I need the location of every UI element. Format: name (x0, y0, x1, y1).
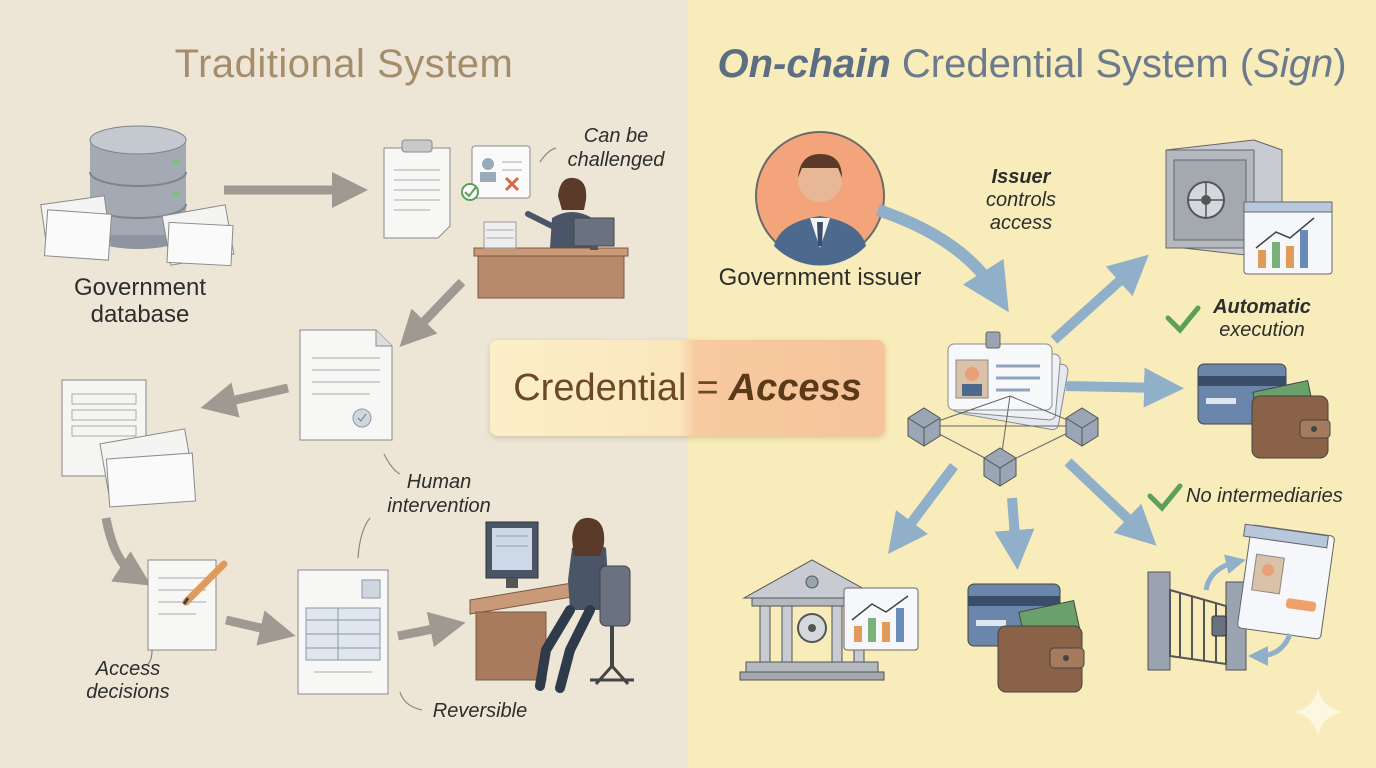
access-word: access (989, 212, 1053, 234)
challenged-id-card-icon (461, 145, 531, 201)
approved-document-icon (299, 329, 393, 441)
equals-sign: = (696, 366, 719, 409)
can-be-challenged-line1: Can be (583, 125, 649, 147)
onchain-system-title: On-chain Credential System (Sign) (688, 42, 1376, 87)
issuer-controls-access-label: Issuer controls access (966, 166, 1076, 235)
bank-chart-icon (843, 587, 919, 651)
government-issuer-avatar (755, 131, 885, 266)
card-wallet-icon (1197, 363, 1331, 459)
title-close: ) (1333, 42, 1347, 86)
credential-card-icon (947, 331, 1069, 431)
access-word-center: Access (728, 366, 862, 409)
automatic-word: Automatic (1213, 296, 1311, 318)
traditional-system-title: Traditional System (174, 42, 514, 86)
access-gate-icon (1147, 571, 1247, 671)
government-database-label: Government database (50, 274, 230, 328)
human-intervention-line2: intervention (387, 495, 491, 517)
can-be-challenged-line2: challenged (567, 149, 665, 171)
chart-window-icon (1243, 201, 1333, 275)
credential-word: Credential (513, 366, 687, 409)
human-intervention-label: Human intervention (374, 470, 504, 518)
reversible-label: Reversible (432, 700, 528, 722)
controls-word: controls (985, 189, 1057, 211)
payment-wallet-icon (967, 583, 1085, 693)
title-sign: Sign (1253, 42, 1334, 86)
signed-document-icon (147, 559, 228, 651)
access-decisions-label: Access decisions (76, 658, 180, 704)
clerk-at-desk-icon (473, 177, 629, 299)
paper-stack-icon (40, 195, 235, 267)
government-database-line1: Government (73, 274, 207, 301)
sparkle-icon (1294, 688, 1342, 736)
government-issuer-label: Government issuer (718, 264, 922, 291)
clipboard-icon (383, 139, 451, 239)
can-be-challenged-label: Can be challenged (556, 124, 676, 172)
record-table-icon (297, 569, 389, 695)
access-decisions-line1: Access (95, 658, 161, 680)
profile-window-icon (1237, 523, 1335, 640)
blockchain-network-icon (907, 395, 1099, 487)
credential-equals-access-banner: Credential = Access (490, 340, 885, 436)
issuer-word: Issuer (991, 166, 1051, 188)
office-worker-icon (469, 517, 634, 693)
title-onchain: On-chain (717, 42, 891, 86)
government-database-line2: database (90, 301, 190, 328)
title-credential-system: Credential System ( (901, 42, 1254, 86)
no-intermediaries-check-icon (1147, 483, 1183, 512)
automatic-execution-label: Automatic execution (1202, 296, 1322, 342)
form-stack-icon (61, 379, 197, 508)
execution-word: execution (1219, 319, 1305, 341)
access-decisions-line2: decisions (86, 681, 170, 703)
no-intermediaries-label: No intermediaries (1186, 485, 1343, 507)
automatic-check-icon (1165, 305, 1201, 334)
human-intervention-line1: Human (406, 471, 472, 493)
